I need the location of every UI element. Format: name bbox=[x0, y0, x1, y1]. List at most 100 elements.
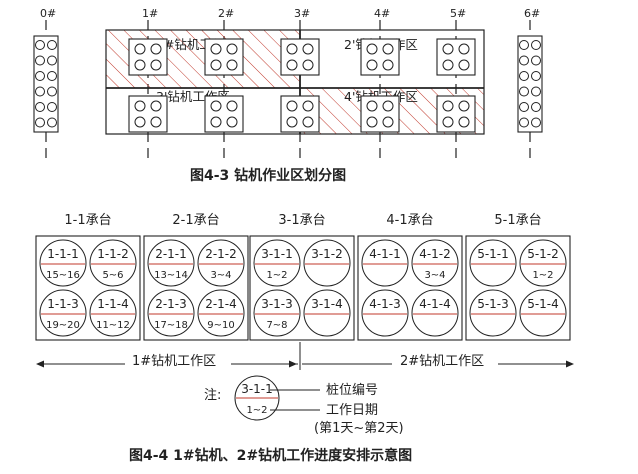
pile-days: 7~8 bbox=[266, 320, 287, 331]
pile-id: 4-1-4 bbox=[419, 297, 451, 311]
pile-circle bbox=[303, 239, 351, 287]
pile-days: 1~2 bbox=[532, 270, 553, 281]
pile-cap-outline bbox=[143, 235, 249, 341]
pile-circle bbox=[197, 289, 245, 337]
pile-circle bbox=[39, 289, 87, 337]
axis-label-6: 6# bbox=[524, 7, 540, 20]
pile-1-1-2: 1-1-2 5~6 bbox=[89, 239, 137, 287]
pile-block-top-1 bbox=[128, 38, 168, 76]
pile-block-bottom-3 bbox=[280, 95, 320, 133]
pile-circle bbox=[197, 239, 245, 287]
pile-blocks bbox=[128, 38, 476, 133]
pile-4-1-3: 4-1-3 bbox=[361, 289, 409, 337]
pile-2-1-3: 2-1-317~18 bbox=[147, 289, 195, 337]
pile-circle bbox=[147, 239, 195, 287]
pile-circle bbox=[147, 289, 195, 337]
axis-label-0: 0# bbox=[40, 7, 56, 20]
pile-days: 1~2 bbox=[266, 270, 287, 281]
pile-id: 3-1-4 bbox=[311, 297, 343, 311]
pile-1-1-3: 1-1-3 19~20 bbox=[39, 289, 87, 337]
pile-id: 5-1-2 bbox=[527, 247, 559, 261]
pile-id: 5-1-1 bbox=[477, 247, 509, 261]
pile-id: 2-1-2 bbox=[205, 247, 237, 261]
pile-id: 3-1-2 bbox=[311, 247, 343, 261]
pile-id: 1-1-1 bbox=[47, 247, 79, 261]
pile-days: 11~12 bbox=[96, 320, 130, 331]
pile-id: 4-1-2 bbox=[419, 247, 451, 261]
pile-id: 4-1-1 bbox=[369, 247, 401, 261]
axis-label-4: 4# bbox=[374, 7, 390, 20]
drill-schedule: 1-1承台1-1-115~161-1-25~61-1-319~201-1-411… bbox=[35, 213, 574, 464]
pile-block-bottom-4 bbox=[360, 95, 400, 133]
legend-sample-days: 1~2 bbox=[246, 405, 267, 416]
pile-4-1-4: 4-1-4 bbox=[411, 289, 459, 337]
pile-caps: 1-1承台1-1-115~161-1-25~61-1-319~201-1-411… bbox=[35, 213, 571, 341]
pile-id: 1-1-2 bbox=[97, 247, 129, 261]
pile-days: 3~4 bbox=[210, 270, 231, 281]
pile-block-bottom-5 bbox=[436, 95, 476, 133]
pile-3-1-2: 3-1-2 bbox=[303, 239, 351, 287]
axis-label-3: 3# bbox=[294, 7, 310, 20]
pile-5-1-3: 5-1-3 bbox=[469, 289, 517, 337]
pile-5-1-2: 5-1-2 1~2 bbox=[519, 239, 567, 287]
zone-left-label-bg bbox=[125, 352, 231, 369]
pile-cap-outline bbox=[357, 235, 463, 341]
pile-2-1-4: 2-1-4 9~10 bbox=[197, 289, 245, 337]
pile-id: 1-1-3 bbox=[47, 297, 79, 311]
pile-circle bbox=[253, 289, 301, 337]
arrow-mid-head bbox=[289, 360, 297, 368]
pile-days: 15~16 bbox=[46, 270, 80, 281]
pile-days: 13~14 bbox=[154, 270, 188, 281]
pile-id: 2-1-4 bbox=[205, 297, 237, 311]
pile-block-top-4 bbox=[360, 38, 400, 76]
pile-id: 3-1-1 bbox=[261, 247, 293, 261]
pile-3-1-4: 3-1-4 bbox=[303, 289, 351, 337]
arrow-right-head bbox=[566, 360, 574, 368]
pile-days: 3~4 bbox=[424, 270, 445, 281]
pier-body bbox=[105, 29, 485, 135]
pile-days: 5~6 bbox=[102, 270, 123, 281]
pile-circle bbox=[469, 239, 517, 287]
pile-circle bbox=[361, 289, 409, 337]
pile-id: 5-1-4 bbox=[527, 297, 559, 311]
pile-days: 9~10 bbox=[207, 320, 234, 331]
pile-cap-1: 1-1承台1-1-115~161-1-25~61-1-319~201-1-411… bbox=[35, 213, 141, 341]
pile-days: 19~20 bbox=[46, 320, 80, 331]
legend-circle bbox=[234, 375, 280, 421]
axis-label-1: 1# bbox=[142, 7, 158, 20]
pile-4-1-2: 4-1-2 3~4 bbox=[411, 239, 459, 287]
pile-circle bbox=[39, 239, 87, 287]
pile-block-top-2 bbox=[204, 38, 244, 76]
legend-prefix: 注: bbox=[204, 388, 221, 403]
pile-1-1-4: 1-1-4 11~12 bbox=[89, 289, 137, 337]
pile-cap-label: 4-1承台 bbox=[386, 213, 433, 228]
abutments bbox=[33, 35, 543, 133]
pile-circle bbox=[519, 289, 567, 337]
pile-block-top-5 bbox=[436, 38, 476, 76]
pile-block-top-3 bbox=[280, 38, 320, 76]
figure-caption-top: 图4-3 钻机作业区划分图 bbox=[190, 167, 346, 184]
pile-2-1-2: 2-1-2 3~4 bbox=[197, 239, 245, 287]
abutment-0 bbox=[33, 35, 59, 133]
zone-left-label: 1#钻机工作区 bbox=[132, 354, 216, 369]
pile-cap-outline bbox=[465, 235, 571, 341]
pile-1-1-1: 1-1-1 15~16 bbox=[39, 239, 87, 287]
pile-id: 4-1-3 bbox=[369, 297, 401, 311]
pile-id: 5-1-3 bbox=[477, 297, 509, 311]
pile-cap-label: 3-1承台 bbox=[278, 213, 325, 228]
pile-id: 1-1-4 bbox=[97, 297, 129, 311]
pile-circle bbox=[361, 239, 409, 287]
legend-label-id: 桩位编号 bbox=[326, 383, 378, 398]
pile-cap-label: 2-1承台 bbox=[172, 213, 219, 228]
pile-circle bbox=[469, 289, 517, 337]
pile-circle bbox=[411, 289, 459, 337]
pile-5-1-1: 5-1-1 bbox=[469, 239, 517, 287]
figure-caption-bottom: 图4-4 1#钻机、2#钻机工作进度安排示意图 bbox=[129, 447, 412, 464]
pile-4-1-1: 4-1-1 bbox=[361, 239, 409, 287]
pile-cap-2: 2-1承台2-1-113~142-1-23~42-1-317~182-1-49~… bbox=[143, 213, 249, 341]
pile-circle bbox=[519, 239, 567, 287]
